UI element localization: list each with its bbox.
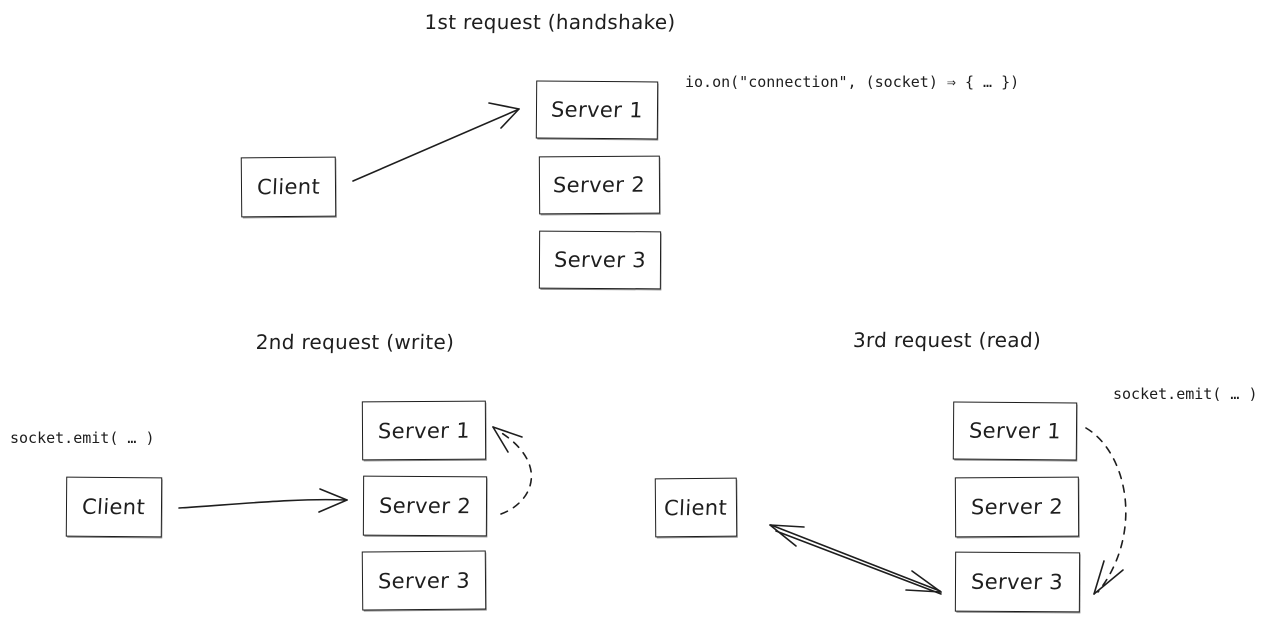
panel-write-title: 2nd request (write) [255,330,455,354]
write-client-box: Client [65,476,163,538]
write-server2-box: Server 2 [362,475,488,537]
handshake-server3-label: Server 3 [553,247,647,273]
handshake-server1-label: Server 1 [550,97,644,123]
read-client-label: Client [663,495,729,520]
arrow-read-server3-to-client [769,524,942,595]
arrow-read-server1-to-server3-dashed [1085,427,1127,595]
panel-read-code-socket-emit: socket.emit( … ) [1113,385,1258,403]
read-server2-label: Server 2 [970,494,1064,520]
handshake-client-label: Client [256,174,321,200]
write-server2-label: Server 2 [378,493,472,519]
read-server3-label: Server 3 [970,569,1065,595]
write-server1-box: Server 1 [361,400,487,461]
panel-write-code-socket-emit: socket.emit( … ) [10,429,155,447]
arrow-handshake-client-to-server1 [352,102,520,182]
handshake-server1-box: Server 1 [535,80,659,140]
write-server1-label: Server 1 [377,418,471,443]
panel-read-title: 3rd request (read) [852,328,1042,352]
arrow-write-server2-to-server1-dashed [492,426,533,515]
read-server1-label: Server 1 [968,418,1062,444]
handshake-client-box: Client [240,156,337,218]
write-client-label: Client [81,494,147,520]
handshake-server2-label: Server 2 [552,172,647,198]
write-server3-box: Server 3 [361,550,487,611]
handshake-server3-box: Server 3 [538,230,662,290]
arrow-write-client-to-server2 [178,488,348,513]
read-server2-box: Server 2 [954,476,1080,538]
handshake-server2-box: Server 2 [538,155,661,215]
panel-handshake-title: 1st request (handshake) [424,10,676,34]
panel-handshake-code-io-on: io.on("connection", (socket) ⇒ { … }) [685,73,1020,91]
read-client-box: Client [654,477,738,538]
read-server3-box: Server 3 [954,551,1081,613]
write-server3-label: Server 3 [377,568,471,593]
read-server1-box: Server 1 [952,401,1078,461]
